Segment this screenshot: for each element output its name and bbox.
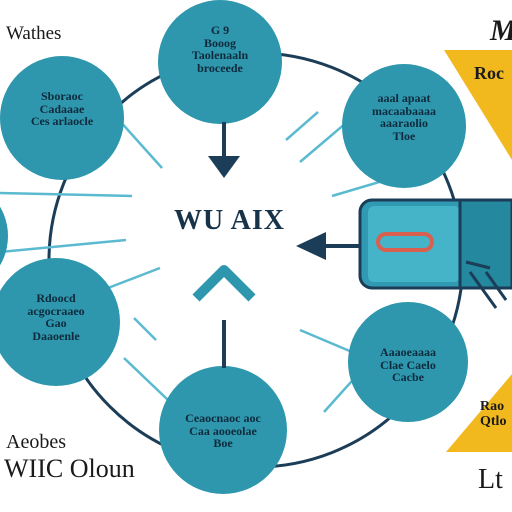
bubble-upper-left-text: Sboraoc Cadaaae Ces arlaocle [30, 89, 94, 129]
corner-text-bottom-left-2: WIIC Oloun [4, 454, 135, 483]
yellow-callout-top [444, 50, 512, 160]
bubble-bottom-text: Ceaocnaoc aoc Caa aooeolae Boe [185, 411, 261, 451]
device-icon [358, 198, 512, 309]
corner-text-bottom-left-1: Aeobes [6, 431, 66, 453]
bubble-lower-right [348, 302, 468, 422]
callout-text-top: Roc [474, 63, 504, 83]
yellow-callout-bottom [446, 374, 512, 452]
bubble-lower-left-text: Rdoocd acgocraaeo Gao Daaoenle [27, 291, 85, 343]
center-title: WU AIX [174, 205, 286, 236]
bubble-lower-left [0, 258, 120, 386]
callout-text-bottom: Rao Qtlo [480, 399, 507, 429]
corner-text-bottom-right: Lt [478, 464, 503, 495]
arrow-down-icon [208, 122, 240, 178]
bubble-lower-right-text: Aaaoeaaaa Clae Caelo Cacbe [380, 345, 436, 385]
bubble-top-text: G 9 Booog Taolenaaln broceede [191, 23, 249, 75]
bubble-upper-right [342, 64, 466, 188]
corner-text-top-left: Wathes [6, 23, 62, 44]
bubble-bottom [159, 366, 287, 494]
arrow-up-icon [192, 265, 256, 368]
bubble-left-edge [0, 206, 8, 266]
arrow-left-icon [296, 232, 360, 260]
bubble-upper-left [0, 56, 124, 180]
bubble-top [158, 0, 282, 124]
corner-text-top-right: M [490, 16, 512, 46]
bubble-upper-right-text: aaal apaat macaabaaaa aaaraolio Tloe [372, 91, 436, 143]
